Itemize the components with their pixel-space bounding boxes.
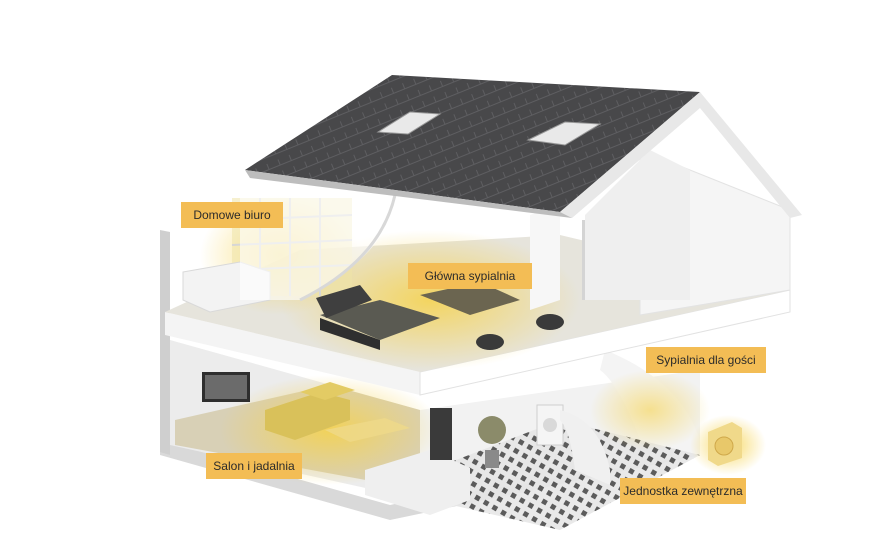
label-guest-bedroom: Sypialnia dla gości [646,347,766,373]
label-master-bedroom: Główna sypialnia [408,263,532,289]
label-living-dining: Salon i jadalnia [206,453,302,479]
roof [245,75,802,218]
label-home-office: Domowe biuro [181,202,283,228]
label-outdoor-unit: Jednostka zewnętrzna [620,478,746,504]
outdoor-unit [690,415,766,475]
